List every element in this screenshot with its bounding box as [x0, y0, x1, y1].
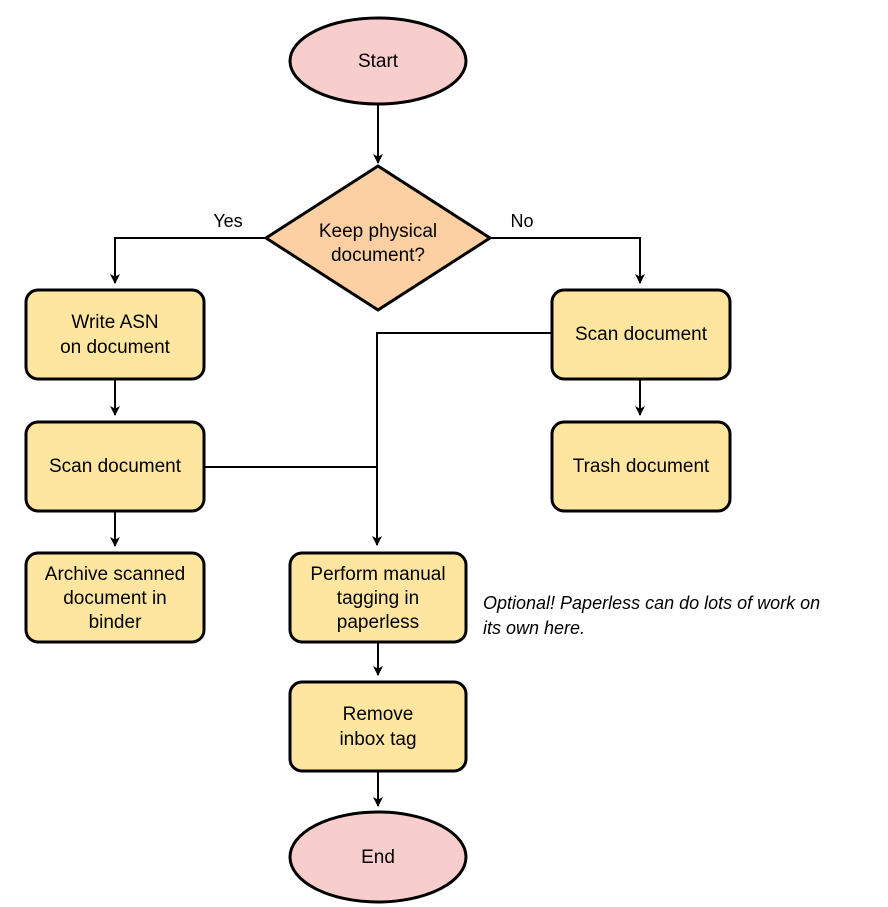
trash-label: Trash document: [573, 456, 710, 477]
trash-rect: [550, 420, 732, 513]
archive-label-line3: binder: [89, 612, 142, 633]
node-end[interactable]: End: [288, 810, 468, 904]
edge-label-yes: Yes: [213, 211, 242, 231]
start-ellipse: [288, 16, 468, 106]
end-label: End: [361, 847, 395, 868]
edge-decision-no-to-scan-right: [490, 237, 645, 284]
end-ellipse: [288, 810, 468, 904]
node-trash-document[interactable]: Trash document: [550, 420, 732, 513]
node-start[interactable]: Start: [288, 16, 468, 106]
decision-label-line2: document?: [331, 245, 425, 266]
write-asn-label-line1: Write ASN: [71, 312, 158, 333]
tagging-label-line2: tagging in: [337, 588, 419, 609]
start-label: Start: [358, 51, 399, 72]
edges-layer: [110, 103, 645, 807]
node-remove-inbox-tag[interactable]: Remove inbox tag: [288, 680, 468, 773]
edge-label-no: No: [510, 211, 533, 231]
node-perform-manual-tagging[interactable]: Perform manual tagging in paperless: [288, 551, 468, 644]
node-archive-scanned-document[interactable]: Archive scanned document in binder: [24, 551, 206, 644]
archive-rect: [24, 551, 206, 644]
scan-right-rect: [550, 288, 732, 381]
remove-inbox-rect: [288, 680, 468, 773]
node-scan-document-left[interactable]: Scan document: [24, 420, 206, 513]
decision-label-line1: Keep physical: [319, 221, 437, 242]
edge-scan-right-to-tagging: [372, 332, 552, 546]
decision-diamond: [263, 164, 493, 312]
annotation-line1: Optional! Paperless can do lots of work …: [483, 593, 820, 613]
scan-left-label: Scan document: [49, 456, 182, 477]
annotation-optional-note: Optional! Paperless can do lots of work …: [483, 593, 820, 638]
node-scan-document-right[interactable]: Scan document: [550, 288, 732, 381]
tagging-label-line3: paperless: [337, 612, 419, 633]
node-decision-keep-physical-document[interactable]: Keep physical document?: [263, 164, 493, 312]
node-write-asn-on-document[interactable]: Write ASN on document: [24, 288, 206, 381]
remove-inbox-label-line2: inbox tag: [339, 729, 416, 750]
write-asn-label-line2: on document: [60, 337, 171, 358]
scan-right-label: Scan document: [575, 324, 708, 345]
write-asn-rect: [24, 288, 206, 381]
annotation-line2: its own here.: [483, 618, 585, 638]
archive-label-line2: document in: [63, 588, 167, 609]
edge-decision-yes-to-write-asn: [110, 237, 266, 284]
tagging-label-line1: Perform manual: [310, 564, 445, 585]
tagging-rect: [288, 551, 468, 644]
scan-left-rect: [24, 420, 206, 513]
remove-inbox-label-line1: Remove: [343, 704, 414, 725]
archive-label-line1: Archive scanned: [45, 564, 185, 585]
